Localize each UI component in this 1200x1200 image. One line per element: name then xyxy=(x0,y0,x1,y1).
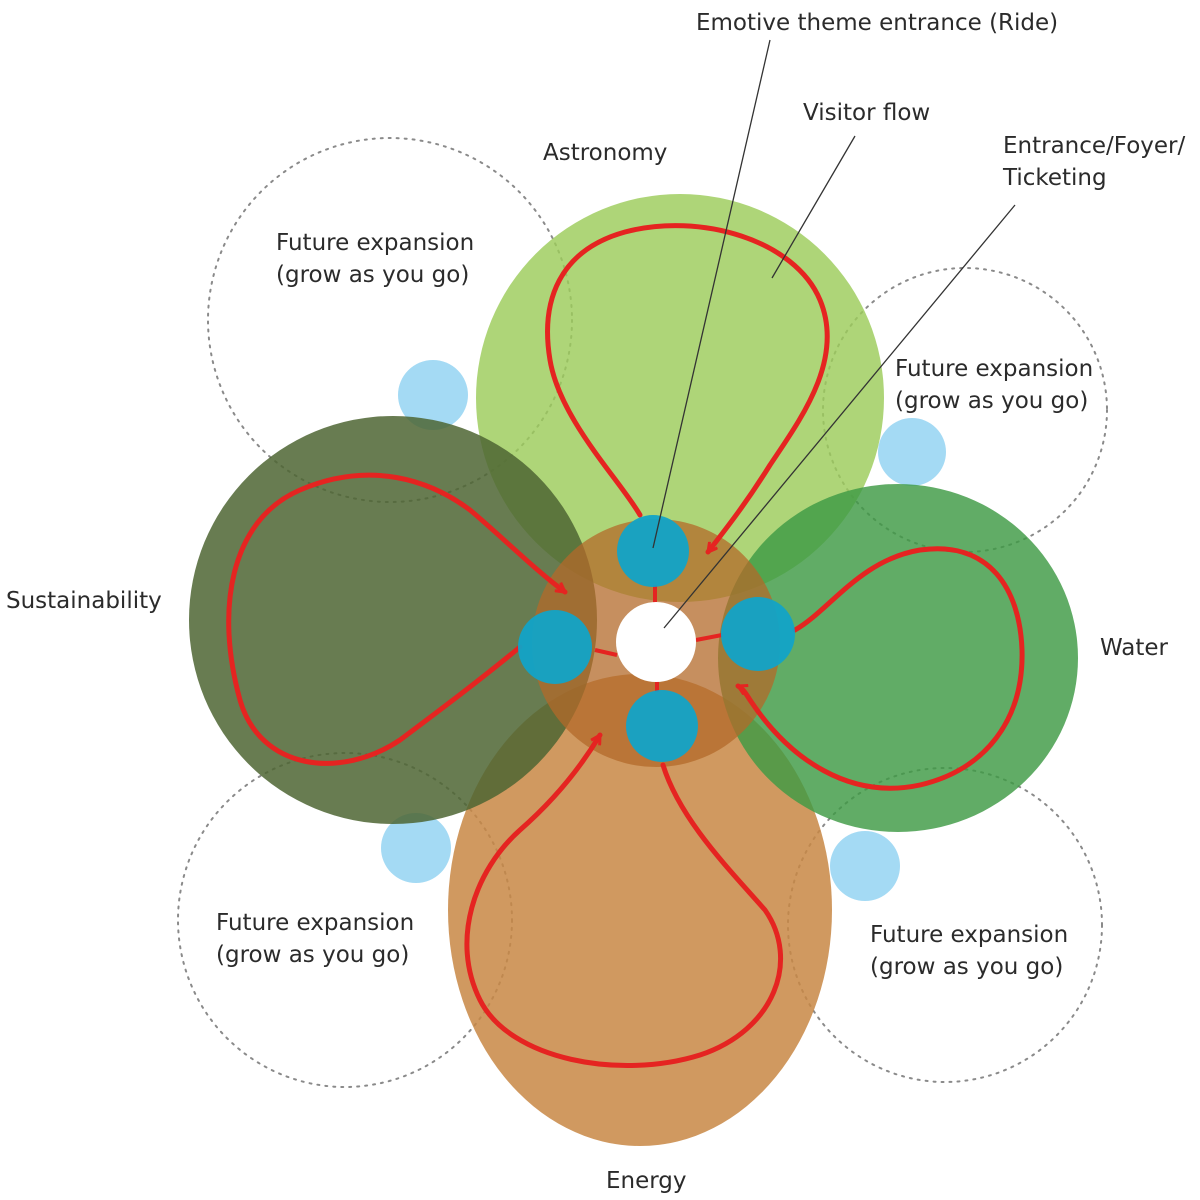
future-node-bottom-right xyxy=(830,831,900,901)
ride-node-astronomy xyxy=(617,515,689,587)
entrance-label-line1: Entrance/Foyer/ xyxy=(1003,133,1185,159)
future-tl-label-line2: (grow as you go) xyxy=(276,262,469,288)
leader-emotive-entrance xyxy=(652,39,771,549)
leader-visitor-flow xyxy=(771,135,856,279)
visitor-flow-water xyxy=(738,546,1025,791)
flow-link-left xyxy=(594,648,618,657)
astronomy-zone xyxy=(476,194,884,602)
entrance-foyer xyxy=(616,602,696,682)
entrance-label-line2: Ticketing xyxy=(1002,165,1107,191)
flow-link-right xyxy=(695,633,723,642)
sustainability-zone xyxy=(189,416,597,824)
future-bl-label-line2: (grow as you go) xyxy=(216,942,409,968)
astronomy-label: Astronomy xyxy=(543,140,667,166)
visitor-flow-energy xyxy=(464,735,783,1069)
ride-node-sustainability xyxy=(518,610,592,684)
future-bl-label-line1: Future expansion xyxy=(216,910,414,936)
emotive-entrance-label: Emotive theme entrance (Ride) xyxy=(696,10,1058,36)
energy-label: Energy xyxy=(606,1168,687,1194)
future-node-top-right xyxy=(878,418,946,486)
leader-entrance xyxy=(663,204,1016,629)
future-zone-top-right xyxy=(822,267,1108,553)
future-tr-label-line1: Future expansion xyxy=(895,356,1093,382)
future-tl-label-line1: Future expansion xyxy=(276,230,474,256)
future-br-label-line1: Future expansion xyxy=(870,922,1068,948)
future-br-label-line2: (grow as you go) xyxy=(870,954,1063,980)
visitor-flow-label: Visitor flow xyxy=(803,100,930,126)
visitor-flow-sustainability xyxy=(226,472,568,766)
future-zone-bottom-right xyxy=(787,767,1103,1083)
water-label: Water xyxy=(1100,635,1169,661)
sustainability-label: Sustainability xyxy=(6,588,162,614)
future-tr-label-line2: (grow as you go) xyxy=(895,388,1088,414)
future-node-top-left xyxy=(398,360,468,430)
energy-zone xyxy=(448,674,832,1146)
ride-node-energy xyxy=(626,690,698,762)
ride-node-water xyxy=(721,597,795,671)
future-node-bottom-left xyxy=(381,813,451,883)
visitor-flow-astronomy xyxy=(545,223,830,555)
